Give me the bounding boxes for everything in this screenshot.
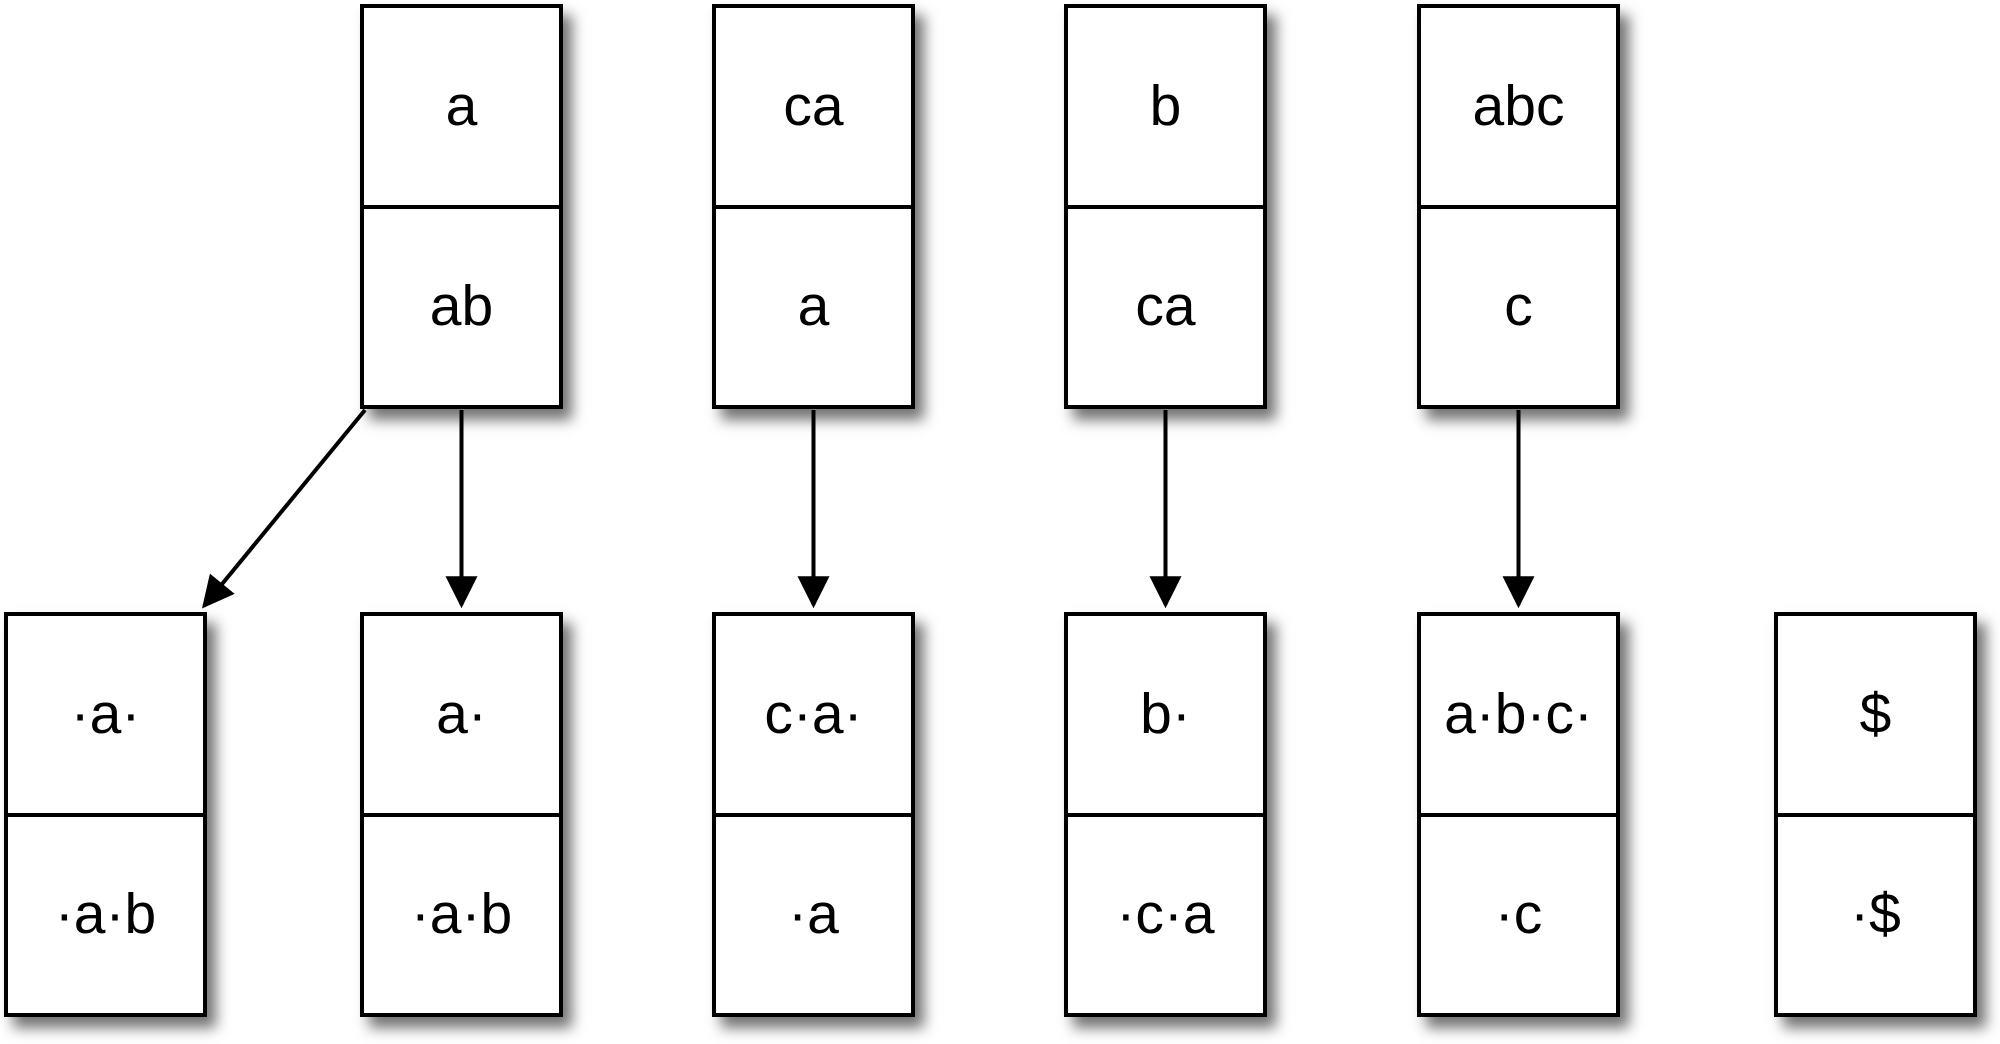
cell-text: ·a· <box>70 681 141 746</box>
box-cell-bottom: ·c·a <box>1068 812 1263 1014</box>
box-cell-top: b <box>1068 8 1263 205</box>
item-box-t3: b ca <box>1064 4 1267 409</box>
box-cell-top: abc <box>1421 8 1616 205</box>
box-cell-bottom: ab <box>364 204 559 406</box>
box-cell-top: a· <box>364 616 559 813</box>
item-box-t2: ca a <box>712 4 915 409</box>
cell-text: $ <box>1859 681 1892 746</box>
item-box-b1: ·a· ·a·b <box>4 612 207 1017</box>
box-cell-top: ca <box>716 8 911 205</box>
cell-text: ·$ <box>1850 882 1901 947</box>
cell-text: a·b·c· <box>1444 681 1593 746</box>
box-cell-bottom: ·a·b <box>364 812 559 1014</box>
box-cell-top: $ <box>1778 616 1973 813</box>
cell-text: a· <box>436 681 487 746</box>
cell-text: a <box>797 274 830 339</box>
item-box-b3: c·a· ·a <box>712 612 915 1017</box>
cell-text: c·a· <box>764 681 863 746</box>
item-box-b6: $ ·$ <box>1774 612 1977 1017</box>
cell-text: a <box>445 73 478 138</box>
box-cell-bottom: ·a·b <box>8 812 203 1014</box>
box-cell-bottom: c <box>1421 204 1616 406</box>
cell-text: ·a·b <box>410 882 513 947</box>
box-cell-bottom: ·$ <box>1778 812 1973 1014</box>
item-box-b5: a·b·c· ·c <box>1417 612 1620 1017</box>
cell-text: ab <box>429 274 494 339</box>
box-cell-top: c·a· <box>716 616 911 813</box>
cell-text: c <box>1504 274 1533 339</box>
cell-text: ca <box>1135 274 1196 339</box>
box-cell-top: a·b·c· <box>1421 616 1616 813</box>
cell-text: ·a·b <box>54 882 157 947</box>
cell-text: abc <box>1472 73 1565 138</box>
cell-text: b· <box>1140 681 1191 746</box>
box-cell-bottom: ca <box>1068 204 1263 406</box>
item-box-b4: b· ·c·a <box>1064 612 1267 1017</box>
cell-text: ca <box>783 73 844 138</box>
box-cell-bottom: ·c <box>1421 812 1616 1014</box>
box-cell-top: b· <box>1068 616 1263 813</box>
item-box-t4: abc c <box>1417 4 1620 409</box>
box-cell-bottom: ·a <box>716 812 911 1014</box>
cell-text: b <box>1149 73 1182 138</box>
cell-text: ·a <box>788 882 839 947</box>
item-box-b2: a· ·a·b <box>360 612 563 1017</box>
box-cell-top: a <box>364 8 559 205</box>
cell-text: ·c·a <box>1116 882 1215 947</box>
box-cell-bottom: a <box>716 204 911 406</box>
item-box-t1: a ab <box>360 4 563 409</box>
arrow-t1-b1 <box>201 408 367 609</box>
cell-text: ·c <box>1494 882 1543 947</box>
box-cell-top: ·a· <box>8 616 203 813</box>
